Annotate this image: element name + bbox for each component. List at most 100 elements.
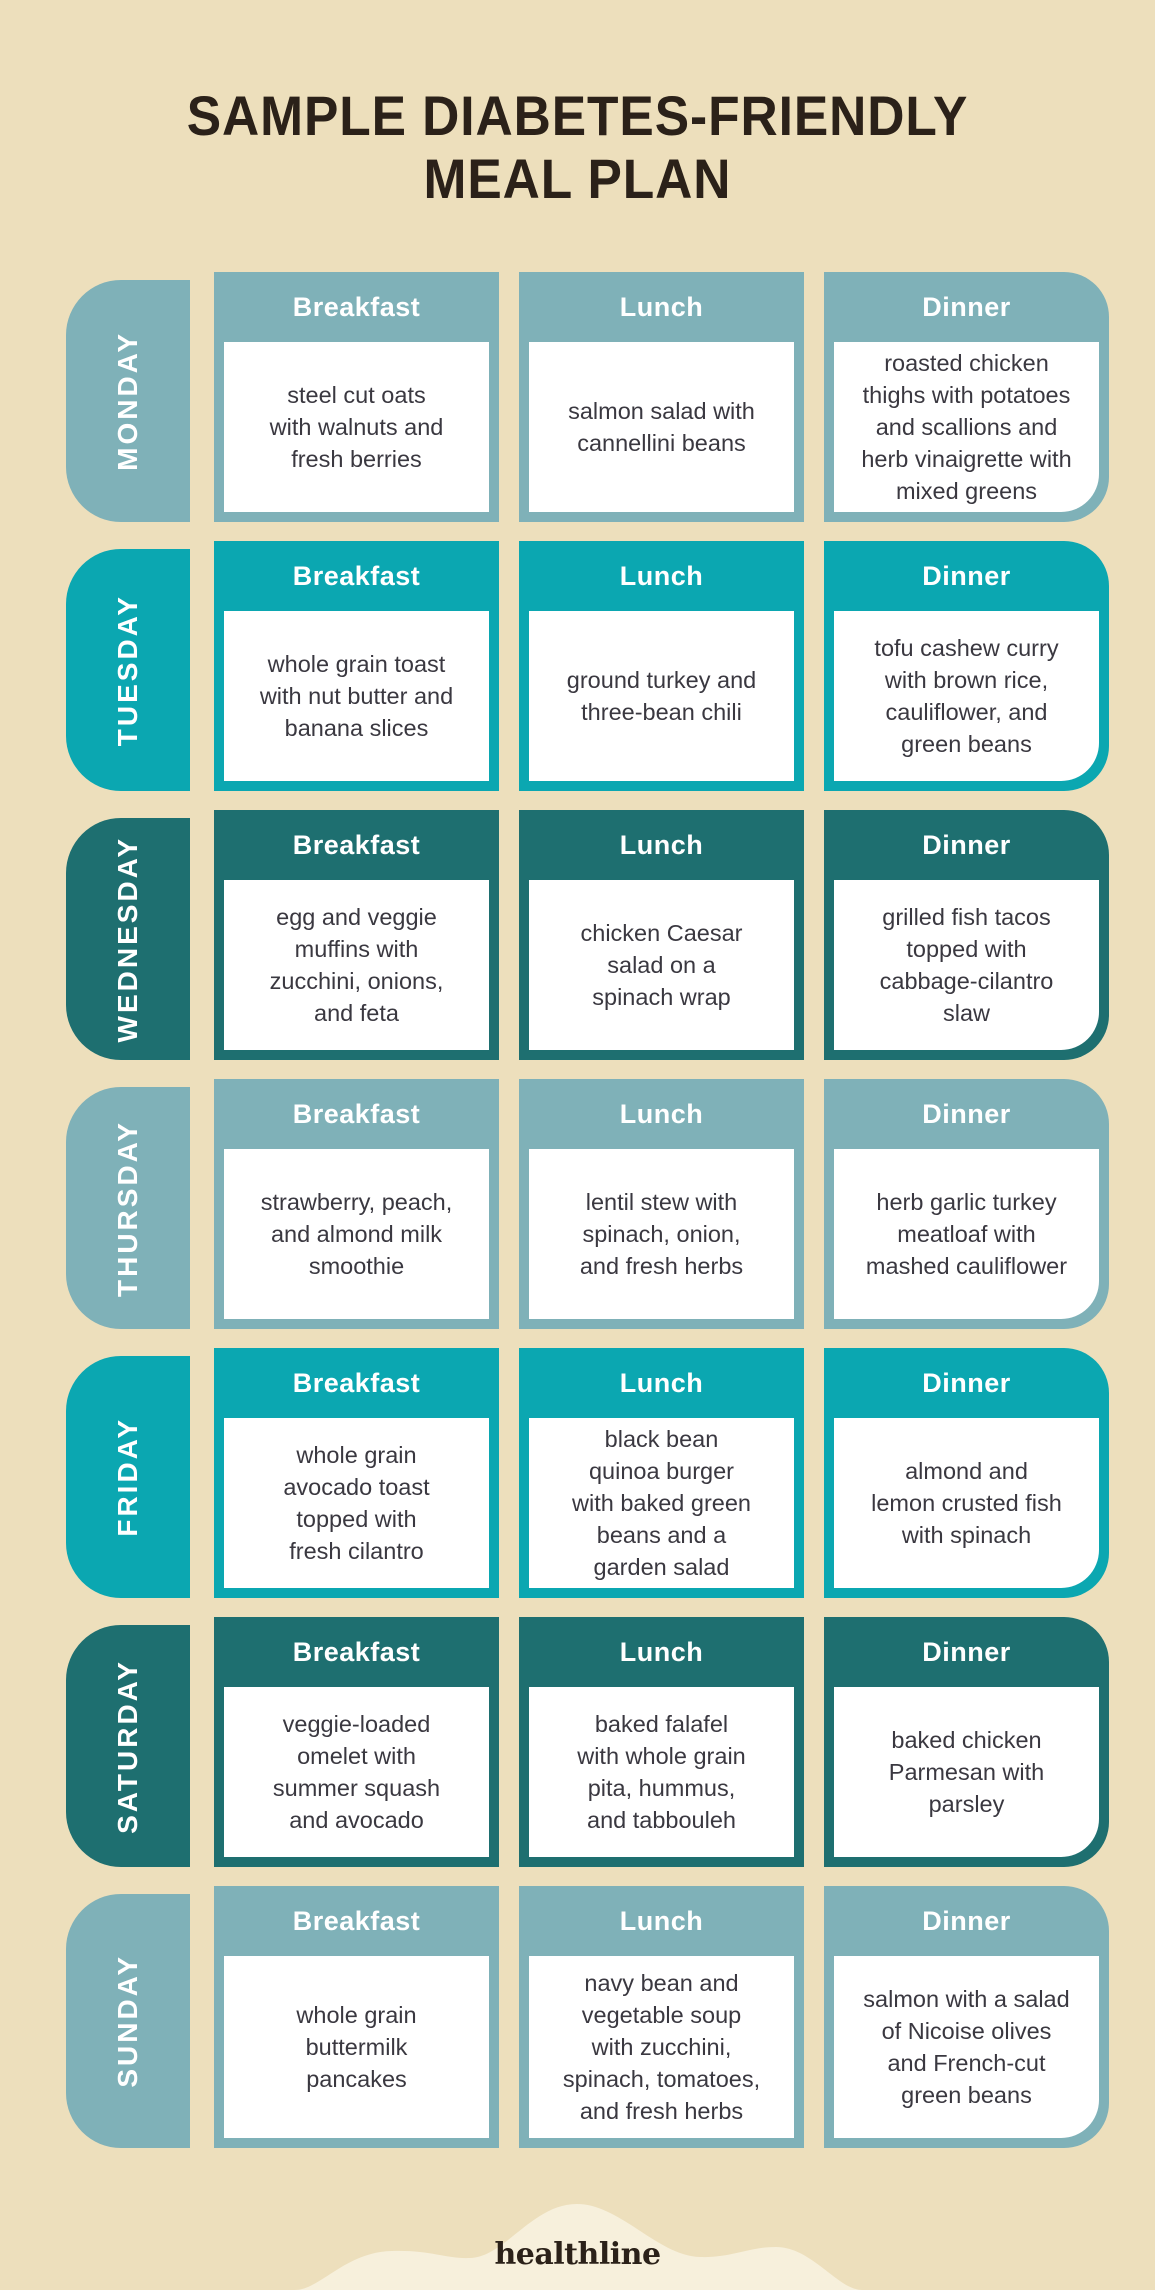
breakfast-meal-text: egg and veggie muffins with zucchini, on… [269, 904, 444, 1026]
breakfast-card-body: whole grain buttermilk pancakes [224, 1956, 489, 2138]
day-tab: SUNDAY [66, 1894, 190, 2148]
lunch-card-header: Lunch [519, 1079, 804, 1149]
day-row: SUNDAY Breakfast whole grain buttermilk … [0, 1886, 1155, 2148]
day-label: FRIDAY [112, 1417, 143, 1537]
breakfast-card-header: Breakfast [214, 1886, 499, 1956]
lunch-card: Lunch baked falafel with whole grain pit… [519, 1617, 804, 1867]
dinner-card-header: Dinner [824, 1079, 1109, 1149]
dinner-card: Dinner herb garlic turkey meatloaf with … [824, 1079, 1109, 1329]
breakfast-card-header: Breakfast [214, 541, 499, 611]
breakfast-card-title: Breakfast [292, 1367, 421, 1398]
dinner-card-header: Dinner [824, 810, 1109, 880]
lunch-card-title: Lunch [619, 1367, 704, 1398]
breakfast-card: Breakfast strawberry, peach, and almond … [214, 1079, 499, 1329]
dinner-card-body: baked chicken Parmesan with parsley [834, 1687, 1099, 1857]
dinner-card-header: Dinner [824, 541, 1109, 611]
breakfast-card-title: Breakfast [292, 829, 421, 860]
dinner-card-title: Dinner [922, 1905, 1011, 1936]
footer: healthline [0, 2140, 1155, 2290]
breakfast-card-body: whole grain toast with nut butter and ba… [224, 611, 489, 781]
lunch-card: Lunch black bean quinoa burger with bake… [519, 1348, 804, 1598]
lunch-card-body: chicken Caesar salad on a spinach wrap [529, 880, 794, 1050]
dinner-card-title: Dinner [922, 1098, 1011, 1129]
dinner-card-body: grilled fish tacos topped with cabbage-c… [834, 880, 1099, 1050]
breakfast-card-title: Breakfast [292, 560, 421, 591]
lunch-meal-text: baked falafel with whole grain pita, hum… [577, 1711, 746, 1833]
day-label: SATURDAY [112, 1658, 143, 1834]
healthline-logo: healthline [494, 2237, 661, 2272]
breakfast-card-title: Breakfast [292, 1905, 421, 1936]
day-tab: TUESDAY [66, 549, 190, 791]
breakfast-card-title: Breakfast [292, 1636, 421, 1667]
breakfast-card-body: steel cut oats with walnuts and fresh be… [224, 342, 489, 512]
lunch-card-body: baked falafel with whole grain pita, hum… [529, 1687, 794, 1857]
day-row: FRIDAY Breakfast whole grain avocado toa… [0, 1348, 1155, 1598]
dinner-card: Dinner grilled fish tacos topped with ca… [824, 810, 1109, 1060]
day-label: THURSDAY [112, 1119, 143, 1297]
dinner-card-header: Dinner [824, 1617, 1109, 1687]
day-row: THURSDAY Breakfast strawberry, peach, an… [0, 1079, 1155, 1329]
lunch-meal-text: black bean quinoa burger with baked gree… [572, 1426, 751, 1580]
breakfast-card: Breakfast whole grain toast with nut but… [214, 541, 499, 791]
day-tab: SATURDAY [66, 1625, 190, 1867]
breakfast-card-title: Breakfast [292, 1098, 421, 1129]
meal-plan-title: SAMPLE DIABETES-FRIENDLY MEAL PLAN [46, 84, 1109, 210]
lunch-meal-text: chicken Caesar salad on a spinach wrap [580, 920, 743, 1010]
breakfast-card: Breakfast whole grain avocado toast topp… [214, 1348, 499, 1598]
dinner-card: Dinner tofu cashew curry with brown rice… [824, 541, 1109, 791]
day-tab: THURSDAY [66, 1087, 190, 1329]
lunch-card: Lunch navy bean and vegetable soup with … [519, 1886, 804, 2148]
breakfast-card-header: Breakfast [214, 1348, 499, 1418]
lunch-card-header: Lunch [519, 1886, 804, 1956]
breakfast-card: Breakfast egg and veggie muffins with zu… [214, 810, 499, 1060]
breakfast-card-header: Breakfast [214, 1079, 499, 1149]
dinner-card-body: roasted chicken thighs with potatoes and… [834, 342, 1099, 512]
dinner-card-body: almond and lemon crusted fish with spina… [834, 1418, 1099, 1588]
lunch-card: Lunch lentil stew with spinach, onion, a… [519, 1079, 804, 1329]
breakfast-card-header: Breakfast [214, 272, 499, 342]
lunch-card-title: Lunch [619, 560, 704, 591]
lunch-card: Lunch ground turkey and three-bean chili [519, 541, 804, 791]
breakfast-card-header: Breakfast [214, 1617, 499, 1687]
lunch-card-title: Lunch [619, 1636, 704, 1667]
day-label: WEDNESDAY [112, 835, 143, 1043]
breakfast-meal-text: whole grain toast with nut butter and ba… [259, 651, 454, 741]
dinner-card-body: tofu cashew curry with brown rice, cauli… [834, 611, 1099, 781]
breakfast-meal-text: whole grain buttermilk pancakes [296, 2002, 417, 2092]
lunch-meal-text: salmon salad with cannellini beans [568, 398, 755, 456]
dinner-meal-text: tofu cashew curry with brown rice, cauli… [874, 635, 1059, 757]
breakfast-card: Breakfast steel cut oats with walnuts an… [214, 272, 499, 522]
title-line-2: MEAL PLAN [423, 147, 732, 210]
lunch-card-body: salmon salad with cannellini beans [529, 342, 794, 512]
day-label: MONDAY [112, 331, 143, 471]
day-tab: FRIDAY [66, 1356, 190, 1598]
dinner-card-title: Dinner [922, 291, 1011, 322]
day-row: WEDNESDAY Breakfast egg and veggie muffi… [0, 810, 1155, 1060]
breakfast-card-body: veggie-loaded omelet with summer squash … [224, 1687, 489, 1857]
dinner-card-title: Dinner [922, 560, 1011, 591]
dinner-card-body: herb garlic turkey meatloaf with mashed … [834, 1149, 1099, 1319]
breakfast-card: Breakfast veggie-loaded omelet with summ… [214, 1617, 499, 1867]
lunch-card-body: lentil stew with spinach, onion, and fre… [529, 1149, 794, 1319]
lunch-card-title: Lunch [619, 291, 704, 322]
dinner-card-title: Dinner [922, 1636, 1011, 1667]
lunch-card-title: Lunch [619, 829, 704, 860]
dinner-meal-text: baked chicken Parmesan with parsley [888, 1727, 1045, 1817]
breakfast-card-body: whole grain avocado toast topped with fr… [224, 1418, 489, 1588]
lunch-card: Lunch salmon salad with cannellini beans [519, 272, 804, 522]
day-row: SATURDAY Breakfast veggie-loaded omelet … [0, 1617, 1155, 1867]
lunch-card-body: navy bean and vegetable soup with zucchi… [529, 1956, 794, 2138]
day-label: TUESDAY [112, 593, 143, 747]
lunch-card-body: ground turkey and three-bean chili [529, 611, 794, 781]
day-row: TUESDAY Breakfast whole grain toast with… [0, 541, 1155, 791]
breakfast-card-body: egg and veggie muffins with zucchini, on… [224, 880, 489, 1050]
dinner-meal-text: almond and lemon crusted fish with spina… [871, 1458, 1062, 1548]
lunch-meal-text: lentil stew with spinach, onion, and fre… [579, 1189, 744, 1279]
lunch-card-header: Lunch [519, 1617, 804, 1687]
lunch-card-title: Lunch [619, 1098, 704, 1129]
breakfast-card-header: Breakfast [214, 810, 499, 880]
dinner-meal-text: roasted chicken thighs with potatoes and… [861, 350, 1072, 504]
dinner-card-title: Dinner [922, 1367, 1011, 1398]
lunch-meal-text: ground turkey and three-bean chili [566, 667, 757, 725]
lunch-card: Lunch chicken Caesar salad on a spinach … [519, 810, 804, 1060]
